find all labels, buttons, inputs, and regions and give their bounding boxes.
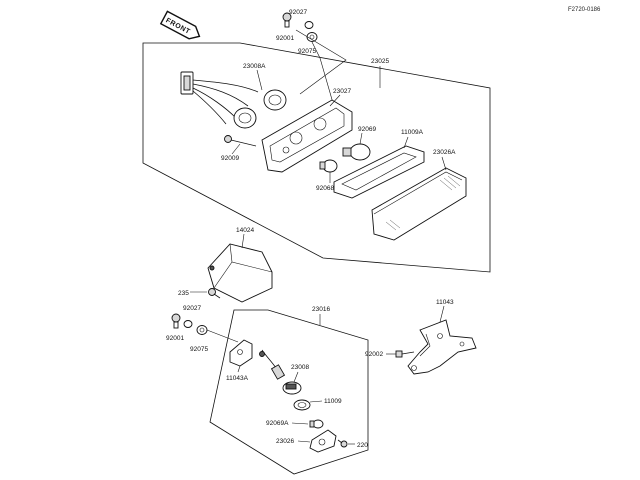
- callout-23016: 23016: [312, 306, 330, 313]
- bottom-fastener-stack: [171, 313, 208, 335]
- bulb-92069a: [309, 419, 324, 429]
- callout-23026a: 23026A: [433, 149, 456, 156]
- lens-23026: [309, 429, 337, 453]
- callout-92069: 92069: [358, 126, 376, 133]
- bulb-92069: [342, 143, 371, 161]
- top-fastener-stack: [282, 12, 318, 42]
- callout-23025: 23025: [371, 58, 389, 65]
- bracket-11043a: [229, 339, 253, 367]
- callout-23026: 23026: [276, 438, 294, 445]
- license-bracket-11043: [407, 319, 477, 375]
- callout-235: 235: [178, 290, 189, 297]
- callout-11009a: 11009A: [401, 129, 424, 136]
- gasket-11009a: [333, 145, 425, 199]
- callout-23008: 23008: [291, 364, 309, 371]
- screw-92009: [224, 135, 257, 147]
- wiring-harness-23008a: [180, 71, 287, 129]
- callout-92001-top: 92001: [276, 35, 294, 42]
- socket-23008: [259, 349, 302, 395]
- screw-235: [208, 288, 221, 299]
- tail-light-assembly-boundary: [142, 42, 491, 273]
- bulb-92068: [319, 159, 338, 173]
- cover-14024: [207, 243, 273, 303]
- callout-11043: 11043: [436, 299, 454, 306]
- callout-92009: 92009: [221, 155, 239, 162]
- license-light-assembly-boundary: [209, 309, 369, 475]
- callout-92075-top: 92075: [298, 48, 316, 55]
- callout-220: 220: [357, 442, 368, 449]
- gasket-11009: [293, 399, 311, 411]
- lens-23026a: [371, 167, 467, 241]
- callout-23008a: 23008A: [243, 63, 266, 70]
- drawing-code: F2720-0186: [568, 7, 601, 13]
- front-direction-badge: FRONT: [159, 10, 201, 40]
- callout-11009: 11009: [324, 398, 342, 405]
- callout-92027-bottom: 92027: [183, 305, 201, 312]
- callout-14024: 14024: [236, 227, 254, 234]
- callout-92002: 92002: [365, 351, 383, 358]
- nut-92002: [395, 350, 415, 358]
- screw-220: [337, 439, 348, 448]
- callout-92069a: 92069A: [266, 420, 289, 427]
- callout-92068: 92068: [316, 185, 334, 192]
- callout-23027: 23027: [333, 88, 351, 95]
- callout-92027-top: 92027: [289, 9, 307, 16]
- callout-92075-bottom: 92075: [190, 346, 208, 353]
- callout-11043a: 11043A: [226, 375, 249, 382]
- lamp-housing-23027: [261, 99, 353, 173]
- callout-92001-bottom: 92001: [166, 335, 184, 342]
